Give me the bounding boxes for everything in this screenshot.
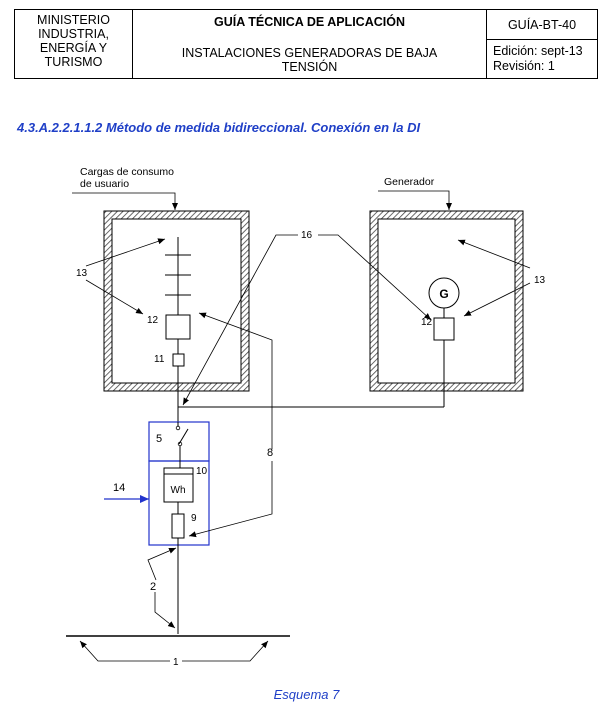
- generator-leader: [378, 190, 452, 210]
- ministry-cell: MINISTERIO INDUSTRIA, ENERGÍA Y TURISMO: [15, 10, 133, 78]
- section-title: 4.3.A.2.2.1.1.2 Método de medida bidirec…: [17, 120, 421, 135]
- title-cell: GUÍA TÉCNICA DE APLICACIÓN INSTALACIONES…: [133, 10, 487, 78]
- label-1: 1: [173, 657, 179, 668]
- figure-caption: Esquema 7: [273, 687, 340, 702]
- label-11: 11: [154, 354, 165, 365]
- meter-symbol: Wh: [171, 485, 186, 496]
- protection-box-12-right: [433, 317, 455, 341]
- loads-label-line: de usuario: [80, 178, 129, 190]
- ministry-line: MINISTERIO: [37, 13, 110, 27]
- label-14: 14: [113, 482, 125, 494]
- guide-title: GUÍA TÉCNICA DE APLICACIÓN: [214, 15, 405, 29]
- guide-code: GUÍA-BT-40: [487, 10, 597, 40]
- edition-info: Edición: sept-13 Revisión: 1: [493, 44, 583, 74]
- label-8: 8: [267, 447, 273, 459]
- code-cell: GUÍA-BT-40 Edición: sept-13 Revisión: 1: [487, 10, 597, 78]
- switch-blade: [178, 428, 189, 445]
- generator-circuit: G: [178, 277, 460, 408]
- fuse-9: [171, 513, 185, 539]
- label-13-left: 13: [76, 268, 88, 279]
- label-13-right: 13: [534, 275, 546, 286]
- label-12-right: 12: [421, 317, 433, 328]
- label-5: 5: [156, 433, 162, 445]
- device-box-11: [172, 353, 185, 367]
- label-9: 9: [191, 513, 197, 524]
- ministry-line: TURISMO: [44, 55, 103, 69]
- label-2: 2: [150, 581, 156, 593]
- loads-label-line: Cargas de consumo: [80, 166, 174, 178]
- label-10: 10: [196, 466, 208, 477]
- protection-box-12-left: [165, 314, 191, 340]
- edition-label: Edición: sept-13: [493, 44, 583, 58]
- label-12-left: 12: [147, 315, 159, 326]
- generator-label: Generador: [384, 176, 435, 188]
- document-header: MINISTERIO INDUSTRIA, ENERGÍA Y TURISMO …: [14, 9, 598, 79]
- ministry-line: ENERGÍA Y: [39, 41, 108, 55]
- ministry-line: INDUSTRIA,: [38, 27, 109, 41]
- revision-label: Revisión: 1: [493, 59, 555, 73]
- consumer-circuit: [165, 237, 191, 422]
- guide-subtitle: INSTALACIONES GENERADORAS DE BAJA TENSIÓ…: [133, 46, 486, 74]
- loads-leader: [72, 192, 178, 210]
- subtitle-line: TENSIÓN: [281, 60, 338, 74]
- meter-panel: [148, 460, 210, 546]
- subtitle-line: INSTALACIONES GENERADORAS DE BAJA: [181, 46, 438, 60]
- generator-symbol: G: [439, 287, 448, 301]
- label-16: 16: [301, 230, 313, 241]
